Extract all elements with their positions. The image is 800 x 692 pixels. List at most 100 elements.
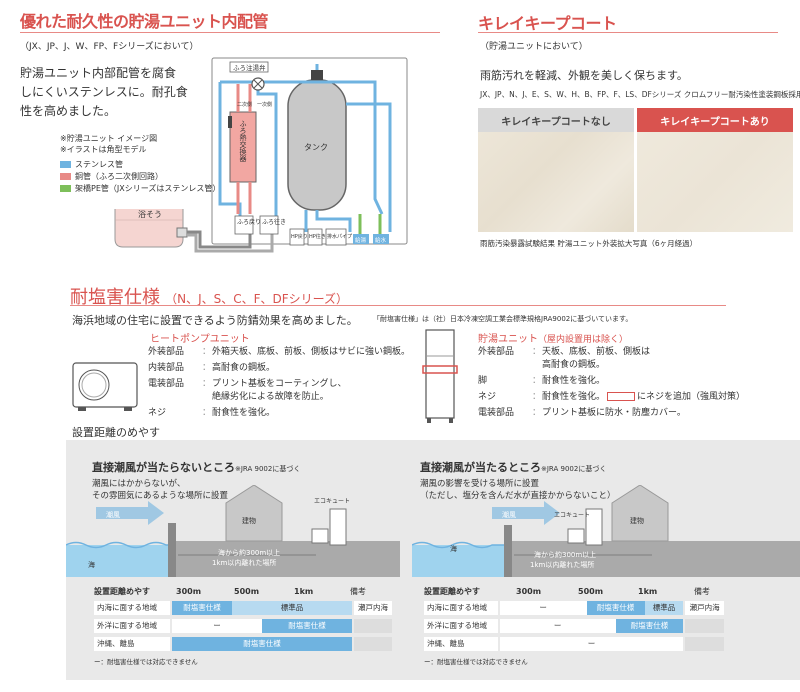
diagram-note: ※貯湯ユニット イメージ図 bbox=[60, 134, 158, 143]
table-area-cell: 内海に面する地域 bbox=[94, 601, 170, 615]
bathtub-shape bbox=[114, 209, 184, 248]
legend-swatch bbox=[60, 160, 71, 168]
port-label: ふろ戻り bbox=[237, 218, 261, 226]
table-row: 外洋に面する地域 ー 耐塩害仕様 bbox=[94, 618, 394, 634]
table-note-cell bbox=[354, 619, 392, 633]
coating-caption: 雨筋汚染暴露試験結果 貯湯ユニット外装拡大写真（6ヶ月経過） bbox=[480, 239, 698, 248]
storage-heading: 貯湯ユニット bbox=[478, 334, 538, 345]
legend-item-pe: 架橋PE管（JXシリーズはステンレス管） bbox=[60, 182, 220, 194]
building-label: 建物 bbox=[242, 516, 256, 525]
table-header-cell: 500m bbox=[578, 586, 604, 596]
unit-label: エコキュート bbox=[554, 512, 590, 519]
section3-title: 耐塩害仕様 bbox=[70, 287, 160, 308]
ground-shape bbox=[512, 541, 800, 577]
storage-heading-note: （屋内設置用は除く） bbox=[538, 335, 629, 345]
storage-heading-row: 貯湯ユニット（屋内設置用は除く） bbox=[478, 330, 628, 345]
storage-spec-list: 外装部品：天板、底板、前板、側板は高耐食の鋼板。 脚：耐食性を強化。 ネジ：耐食… bbox=[478, 346, 778, 420]
spec-label: 電装部品 bbox=[478, 408, 515, 418]
range-label: 海から約300m以上 bbox=[218, 548, 280, 557]
bath-label: 浴そう bbox=[138, 209, 162, 219]
legend-swatch bbox=[60, 172, 71, 180]
table-row: 外洋に面する地域 ー 耐塩害仕様 bbox=[424, 618, 725, 634]
legend-label: 銅管（ふろ二次側回路） bbox=[75, 171, 163, 181]
table-row: 内海に面する地域 耐塩害仕様 標準品 瀬戸内海 bbox=[94, 600, 394, 616]
spec-label: ネジ bbox=[148, 408, 167, 418]
box-right-table: 設置距離めやす 300m 500m 1km 備考 内海に面する地域 ー 耐塩害仕… bbox=[424, 584, 725, 666]
table-footnote: ー：耐塩害仕様では対応できません bbox=[94, 658, 198, 666]
spec-row: ネジ：耐食性を強化。 bbox=[148, 408, 276, 418]
table-cell: 標準品 bbox=[644, 601, 684, 615]
piping-diagram: 浴そう タンク ふろ熱交換器 ふろ注湯弁 二次側 一次側 ふろ戻り ふろ往き H… bbox=[114, 57, 408, 253]
wind-label: 潮風 bbox=[106, 510, 120, 519]
sea-label: 海 bbox=[88, 560, 95, 569]
legend-swatch bbox=[60, 184, 71, 192]
spec-row: 電装部品：プリント基板に防水・防塵カバー。 bbox=[478, 408, 686, 418]
box-left-table: 設置距離めやす 300m 500m 1km 備考 内海に面する地域 耐塩害仕様 … bbox=[94, 584, 394, 666]
spec-text: 絶縁劣化による故障を防止。 bbox=[212, 392, 329, 402]
table-area-cell: 沖縄、離島 bbox=[94, 637, 170, 651]
desc-line: （ただし、塩分を含んだ水が直接かからないこと） bbox=[420, 491, 616, 501]
table-note-cell bbox=[354, 637, 392, 651]
table-cell: ー bbox=[172, 619, 262, 633]
table-note-cell: 瀬戸内海 bbox=[354, 601, 392, 615]
desc-line: 潮風にはかからないが、 bbox=[92, 479, 186, 489]
table-area-cell: 外洋に面する地域 bbox=[94, 619, 170, 633]
table-header-cell: 1km bbox=[294, 586, 314, 596]
table-area-cell: 沖縄、離島 bbox=[424, 637, 498, 651]
range-label: 1km以内離れた場所 bbox=[530, 560, 594, 569]
port-label: HP往き bbox=[309, 233, 326, 240]
building-shape bbox=[611, 485, 669, 542]
table-row: 沖縄、離島 ー bbox=[424, 636, 725, 652]
legend-label: ステンレス管 bbox=[75, 159, 123, 169]
diagram-note: ※イラストは角型モデル bbox=[60, 145, 147, 154]
spec-text: 耐食性を強化。 bbox=[542, 392, 606, 402]
range-label: 1km以内離れた場所 bbox=[212, 558, 276, 567]
table-area-cell: 内海に面する地域 bbox=[424, 601, 498, 615]
panel-with-coat: キレイキープコートあり bbox=[637, 108, 793, 232]
table-cell: ー bbox=[499, 637, 684, 651]
table-row: 沖縄、離島 耐塩害仕様 bbox=[94, 636, 394, 652]
section3-lead: 海浜地域の住宅に設置できるよう防錆効果を高めました。 bbox=[72, 314, 358, 327]
box-right-note: ※JRA 9002に基づく bbox=[541, 465, 607, 473]
spec-label: ネジ bbox=[478, 392, 497, 402]
table-cell: 耐塩害仕様 bbox=[172, 601, 232, 615]
spec-label: 外装部品 bbox=[148, 347, 185, 357]
port-label: 給水 bbox=[375, 236, 387, 244]
desc-line: その雰囲気にあるような場所に設置 bbox=[92, 491, 229, 501]
heatpump-shape bbox=[567, 528, 585, 544]
table-header-cell: 設置距離めやす bbox=[94, 586, 150, 596]
heatpump-unit-icon bbox=[72, 362, 138, 411]
screw-location-marker bbox=[607, 392, 636, 401]
heatpump-shape bbox=[311, 528, 329, 544]
ground-shape bbox=[176, 541, 400, 577]
table-header-cell: 300m bbox=[176, 586, 202, 596]
box-right-title-row: 直接潮風が当たるところ※JRA 9002に基づく bbox=[420, 459, 606, 475]
building-shape bbox=[225, 485, 283, 542]
spec-text: にネジを追加（強風対策） bbox=[637, 392, 746, 402]
section1-subtitle: （JX、JP、J、W、FP、Fシリーズにおいて） bbox=[20, 42, 199, 52]
section3-lead-note: 「耐塩害仕様」は（社）日本冷凍空調工業会標準規格JRA9002に基づいています。 bbox=[373, 315, 633, 323]
spec-row: 脚：耐食性を強化。 bbox=[478, 376, 606, 386]
box-left-note: ※JRA 9002に基づく bbox=[235, 465, 301, 473]
unit-label: エコキュート bbox=[314, 498, 350, 505]
building-label: 建物 bbox=[630, 516, 644, 525]
secondary-label: 二次側 bbox=[237, 101, 252, 108]
primary-label: 一次側 bbox=[257, 101, 272, 108]
wind-label: 潮風 bbox=[502, 510, 516, 519]
legend-item-copper: 銅管（ふろ二次側回路） bbox=[60, 170, 220, 182]
spec-label: 外装部品 bbox=[478, 347, 515, 357]
table-header-cell: 500m bbox=[234, 586, 260, 596]
table-header-cell: 備考 bbox=[350, 586, 366, 596]
section2-body: 雨筋汚れを軽減、外観を美しく保ちます。 bbox=[480, 69, 688, 82]
heat-exchanger-shape bbox=[229, 111, 257, 183]
storage-unit-icon bbox=[422, 329, 458, 423]
coating-sample-image bbox=[637, 132, 793, 232]
series-note: JX、JP、N、J、E、S、W、H、B、FP、F、LS、DFシリーズ クロムフリ… bbox=[480, 90, 800, 99]
box-right-title: 直接潮風が当たるところ bbox=[420, 461, 541, 474]
table-note-cell bbox=[685, 637, 725, 651]
table-cell: 耐塩害仕様 bbox=[172, 637, 352, 651]
panel-without-label: キレイキープコートなし bbox=[478, 108, 634, 132]
range-label: 海から約300m以上 bbox=[534, 550, 596, 559]
table-header: 設置距離めやす 300m 500m 1km 備考 bbox=[94, 584, 394, 598]
coating-sample-image bbox=[478, 132, 634, 232]
